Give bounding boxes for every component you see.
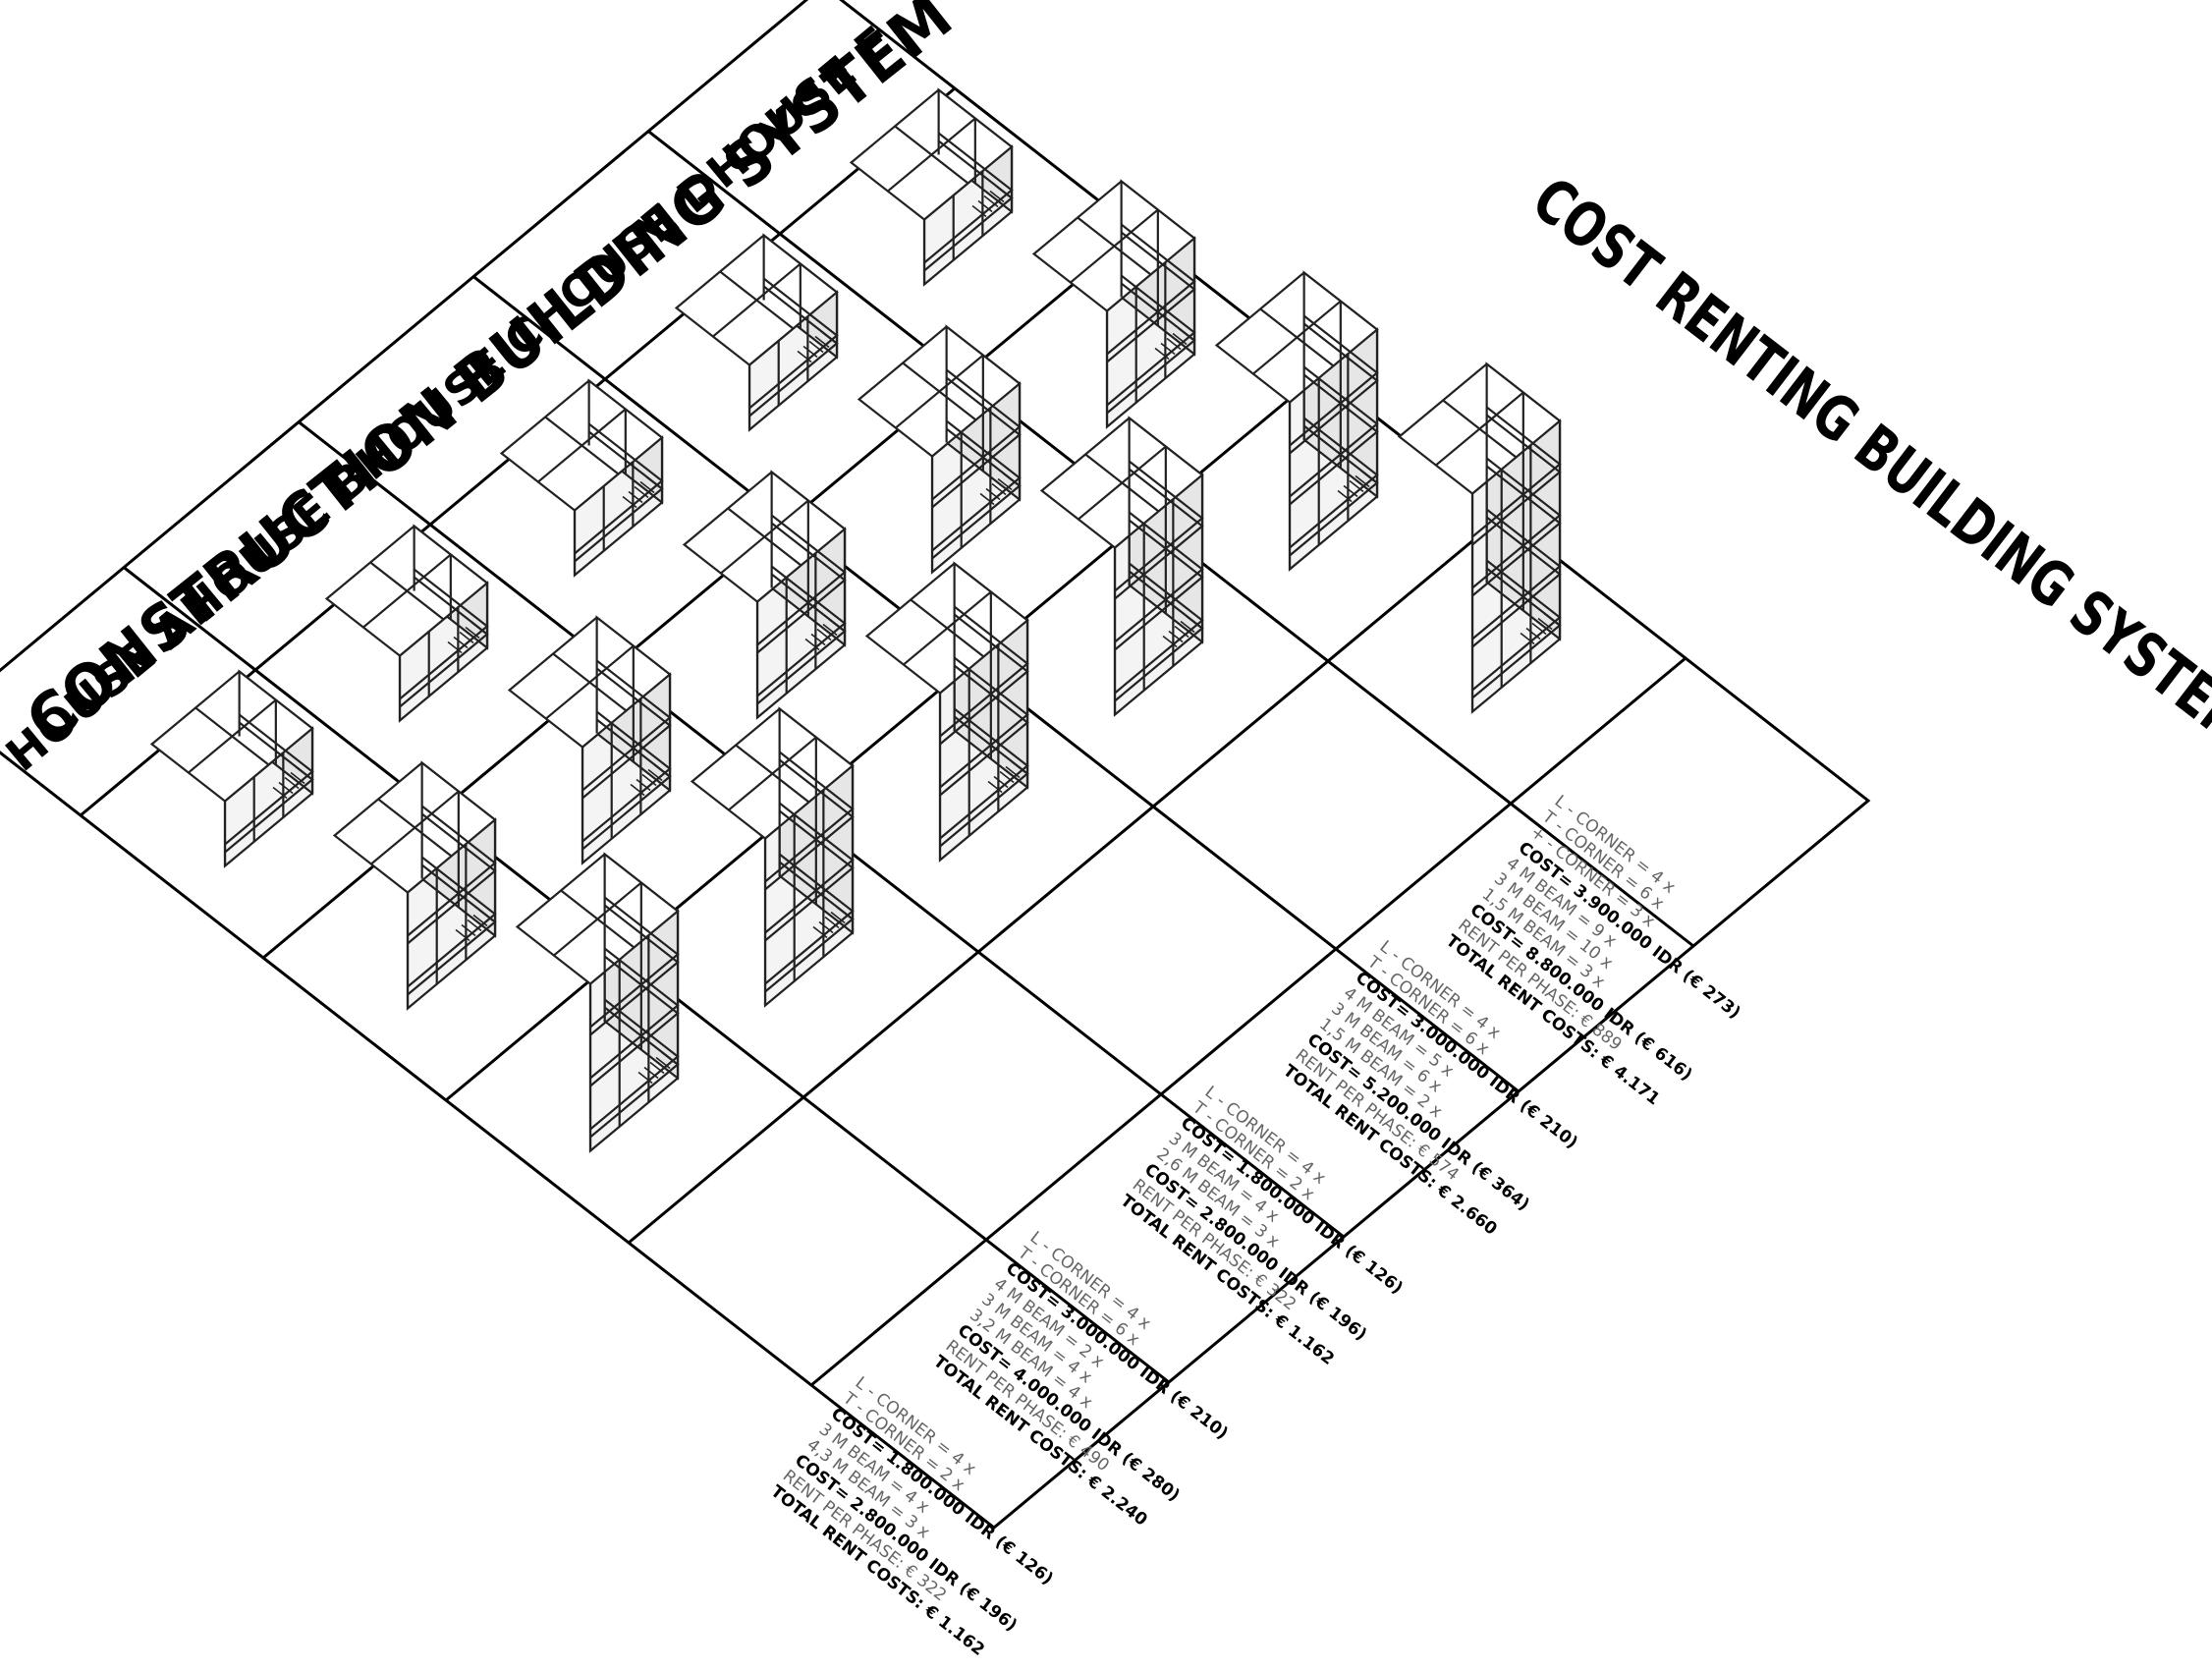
- building-house-d-phase-3: [1039, 416, 1204, 717]
- building-house-e-phase-4: [1397, 362, 1562, 714]
- grid-border: [0, 0, 1871, 1530]
- building-house-c-phase-1: [499, 378, 664, 578]
- building-house-c-phase-2: [682, 470, 847, 720]
- title-cost-renting-building-system: COST RENTING BUILDING SYSTEM: [1520, 163, 2212, 761]
- building-house-a-phase-2: [332, 760, 497, 1011]
- grid-row-line: [810, 656, 1687, 1387]
- building-house-b-phase-3: [690, 706, 855, 1008]
- building-house-a-phase-1: [149, 669, 314, 868]
- building-house-b-phase-1: [324, 524, 489, 723]
- building-house-d-phase-2: [857, 324, 1022, 575]
- building-house-b-phase-2: [507, 615, 672, 865]
- grid-row-line: [628, 514, 1504, 1245]
- building-house-e-phase-1: [849, 87, 1014, 287]
- building-house-e-phase-3: [1214, 270, 1379, 572]
- cost-panels: L - CORNER = 4 xT - CORNER = 2 xCOST= 1.…: [767, 792, 1744, 1660]
- building-house-d-phase-1: [674, 233, 839, 432]
- building-house-a-phase-3: [515, 852, 680, 1153]
- building-house-e-phase-2: [1031, 179, 1196, 429]
- building-house-c-phase-3: [864, 561, 1029, 863]
- buildings: [149, 87, 1562, 1153]
